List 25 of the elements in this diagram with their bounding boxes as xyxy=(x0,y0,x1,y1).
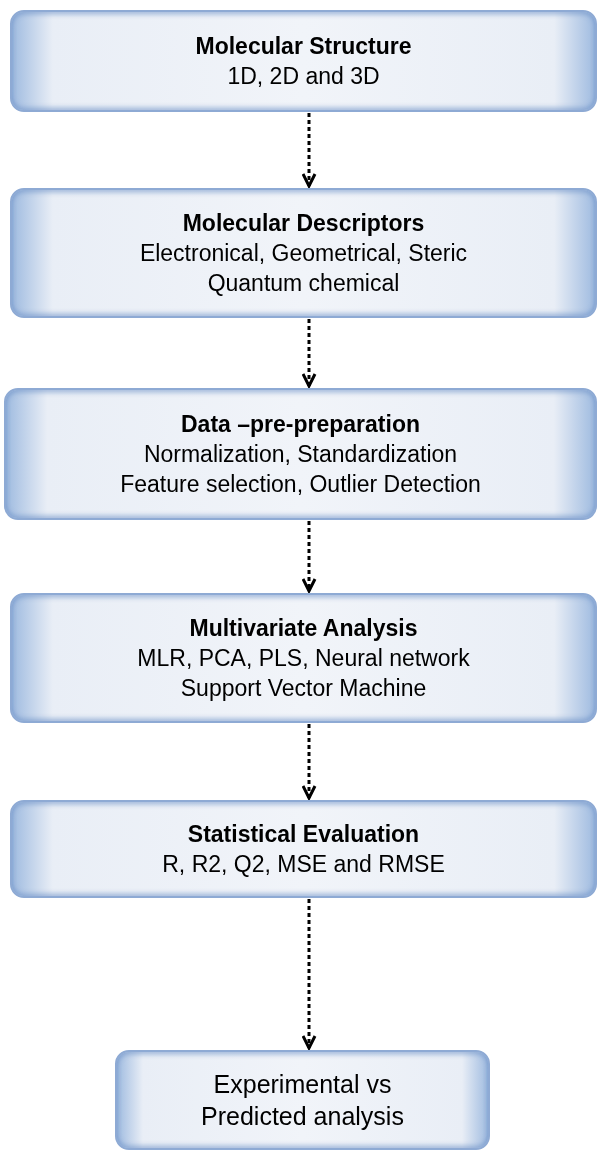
box-text: Support Vector Machine xyxy=(180,674,427,703)
box-text: Quantum chemical xyxy=(207,269,400,298)
process-box xyxy=(10,800,597,898)
box-text: Experimental vs Predicted analysis xyxy=(200,1069,405,1132)
box-heading: Statistical Evaluation xyxy=(187,820,420,849)
box-text: MLR, PCA, PLS, Neural network xyxy=(137,644,470,673)
arrow xyxy=(301,113,317,188)
box-heading: Molecular Structure xyxy=(195,32,412,61)
arrow xyxy=(301,724,317,800)
box-heading: Multivariate Analysis xyxy=(189,614,418,643)
process-box xyxy=(10,593,597,723)
box-text: R, R2, Q2, MSE and RMSE xyxy=(162,850,445,879)
process-box xyxy=(10,188,597,318)
box-text: 1D, 2D and 3D xyxy=(227,62,380,91)
process-box xyxy=(4,388,597,520)
arrow xyxy=(301,319,317,388)
process-box xyxy=(10,10,597,112)
arrow xyxy=(301,899,317,1050)
box-heading: Molecular Descriptors xyxy=(182,209,425,238)
arrow xyxy=(301,521,317,593)
box-text: Normalization, Standardization xyxy=(143,440,458,469)
box-heading: Data –pre-preparation xyxy=(181,410,420,439)
process-box xyxy=(115,1050,490,1150)
box-text: Feature selection, Outlier Detection xyxy=(120,470,481,499)
box-text: Electronical, Geometrical, Steric xyxy=(139,239,468,268)
